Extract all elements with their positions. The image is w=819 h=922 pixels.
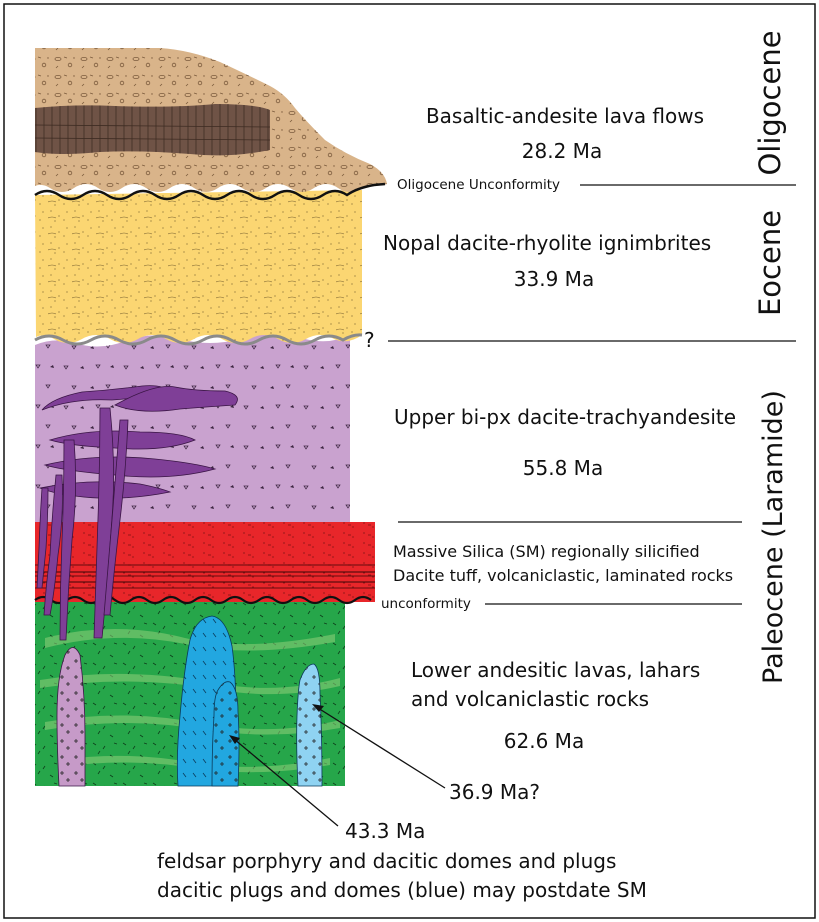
arrow-light-blue-dome (312, 704, 446, 789)
silica-unit-line2: Dacite tuff, volcaniclastic, laminated r… (393, 566, 733, 585)
oligocene-unconformity-contact (34, 182, 386, 201)
lower-unit-line1: Lower andesitic lavas, lahars (411, 658, 700, 682)
purple-feeder-intrusions (36, 385, 238, 641)
nopal-ignimbrite-unit (34, 190, 363, 346)
silica-unit-line1: Massive Silica (SM) regionally silicifie… (393, 542, 700, 561)
lower-unit-age: 62.6 Ma (504, 729, 584, 753)
blue-dome-age: 43.3 Ma (345, 819, 425, 843)
upper-unit-age: 55.8 Ma (523, 456, 603, 480)
basalt-unit-name: Basaltic-andesite lava flows (426, 104, 704, 128)
period-oligocene: Oligocene (753, 30, 787, 175)
upper-unit-name: Upper bi-px dacite-trachyandesite (394, 405, 736, 429)
uncertain-contact-mark: ? (364, 328, 375, 352)
basalt-unit-age: 28.2 Ma (522, 139, 602, 163)
nopal-unit-age: 33.9 Ma (514, 267, 594, 291)
lower-unconformity-line (34, 595, 372, 605)
oligocene-unconformity-label: Oligocene Unconformity (397, 177, 560, 193)
period-eocene: Eocene (753, 210, 787, 316)
caption-line1: feldsar porphyry and dacitic domes and p… (157, 849, 616, 873)
pink-porphyry-plug (56, 647, 86, 787)
blue-dacitic-domes (176, 615, 240, 787)
unconformity-label: unconformity (381, 596, 471, 612)
caption-line2: dacitic plugs and domes (blue) may postd… (157, 878, 647, 902)
period-paleocene: Paleocene (Laramide) (758, 390, 789, 684)
massive-silica-unit (34, 522, 375, 605)
arrow-blue-dome (229, 735, 339, 827)
light-blue-dacitic-dome (296, 663, 323, 787)
eocene-base-contact (34, 333, 363, 346)
light-blue-dome-age: 36.9 Ma? (449, 780, 540, 804)
nopal-unit-name: Nopal dacite-rhyolite ignimbrites (383, 231, 711, 255)
lower-unit-line2: and volcaniclastic rocks (411, 687, 649, 711)
basaltic-andesite-unit (34, 48, 387, 201)
